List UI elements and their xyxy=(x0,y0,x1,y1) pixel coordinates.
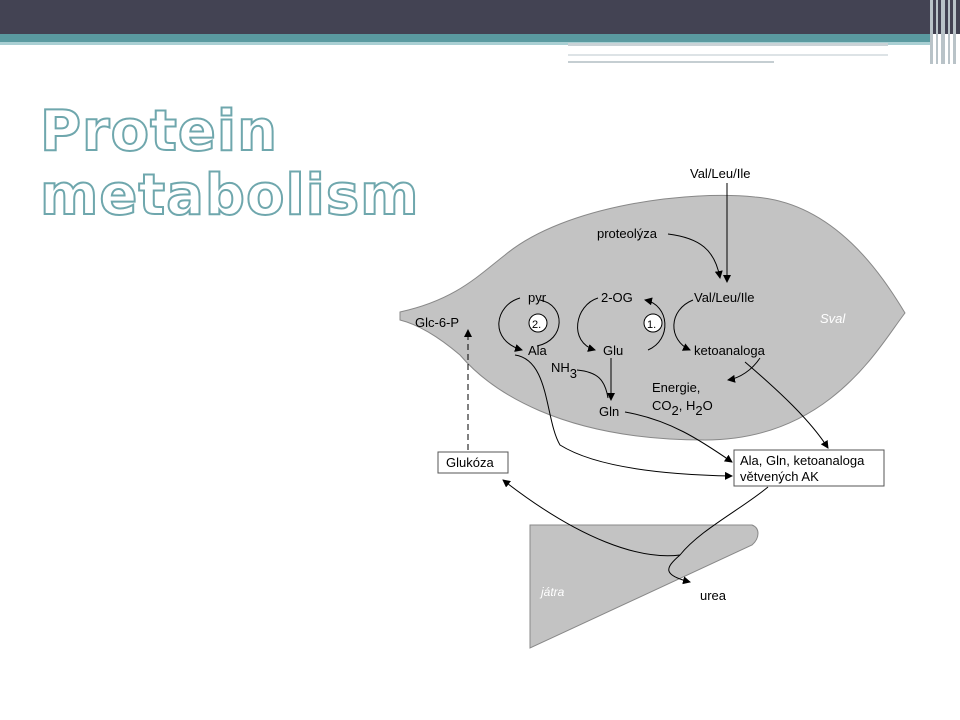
cycle-right xyxy=(673,299,694,351)
label-gln: Gln xyxy=(599,404,619,419)
label-ala: Ala xyxy=(528,343,548,358)
label-glu: Glu xyxy=(603,343,623,358)
arrow-keto-box xyxy=(744,361,829,449)
label-pyr: pyr xyxy=(528,290,547,305)
cycle-mid-inner xyxy=(644,297,666,351)
metabolism-diagram: Val/Leu/Ile proteolýza Val/Leu/Ile pyr 2… xyxy=(399,166,906,649)
accent-band xyxy=(0,34,930,42)
label-jatra: játra xyxy=(539,585,565,599)
decor-line xyxy=(568,54,888,56)
arrow-keto-energie xyxy=(727,357,761,383)
label-energie: Energie, xyxy=(652,380,700,395)
decor-line xyxy=(568,61,774,63)
arrow-ala-box xyxy=(514,354,733,480)
label-ketoanaloga: ketoanaloga xyxy=(694,343,766,358)
label-sval: Sval xyxy=(820,311,846,326)
label-urea: urea xyxy=(700,588,727,603)
liver-shape xyxy=(529,524,759,649)
cycle-left xyxy=(498,297,523,352)
decor-stripes xyxy=(928,0,960,64)
circle-1 xyxy=(643,313,663,333)
label-val-leu-ile-top: Val/Leu/Ile xyxy=(690,166,750,181)
title-line-1: Protein xyxy=(39,99,278,165)
decor-line xyxy=(568,43,888,46)
arrow-proteolyza xyxy=(667,233,723,279)
label-circle-2: 2. xyxy=(532,319,541,331)
cycle-left-inner xyxy=(536,299,560,347)
label-co2-h2o: CO2, H2O xyxy=(652,398,713,418)
label-2og: 2-OG xyxy=(601,290,633,305)
circle-2 xyxy=(528,313,548,333)
title-line-2: metabolism xyxy=(39,163,420,229)
label-nh3: NH3 xyxy=(551,360,577,381)
label-val-leu-ile: Val/Leu/Ile xyxy=(694,290,754,305)
arrow-liver-glukoza xyxy=(502,479,681,557)
arrow-box-liver xyxy=(668,486,769,585)
label-glukoza: Glukóza xyxy=(446,455,494,470)
slide-title: Protein metabolism xyxy=(39,99,420,229)
label-circle-1: 1. xyxy=(647,319,656,331)
products-box xyxy=(733,449,885,487)
header-bar xyxy=(0,0,960,34)
cycle-mid xyxy=(577,297,599,352)
label-proteolyza: proteolýza xyxy=(597,226,658,241)
accent-line xyxy=(0,42,930,45)
arrow-nh3 xyxy=(576,369,609,399)
glukoza-box xyxy=(437,451,509,474)
arrow-gln-box xyxy=(624,411,733,463)
label-box-line1: Ala, Gln, ketoanaloga xyxy=(740,453,865,468)
label-glc6p: Glc-6-P xyxy=(415,315,459,330)
label-box-line2: větvených AK xyxy=(740,469,819,484)
